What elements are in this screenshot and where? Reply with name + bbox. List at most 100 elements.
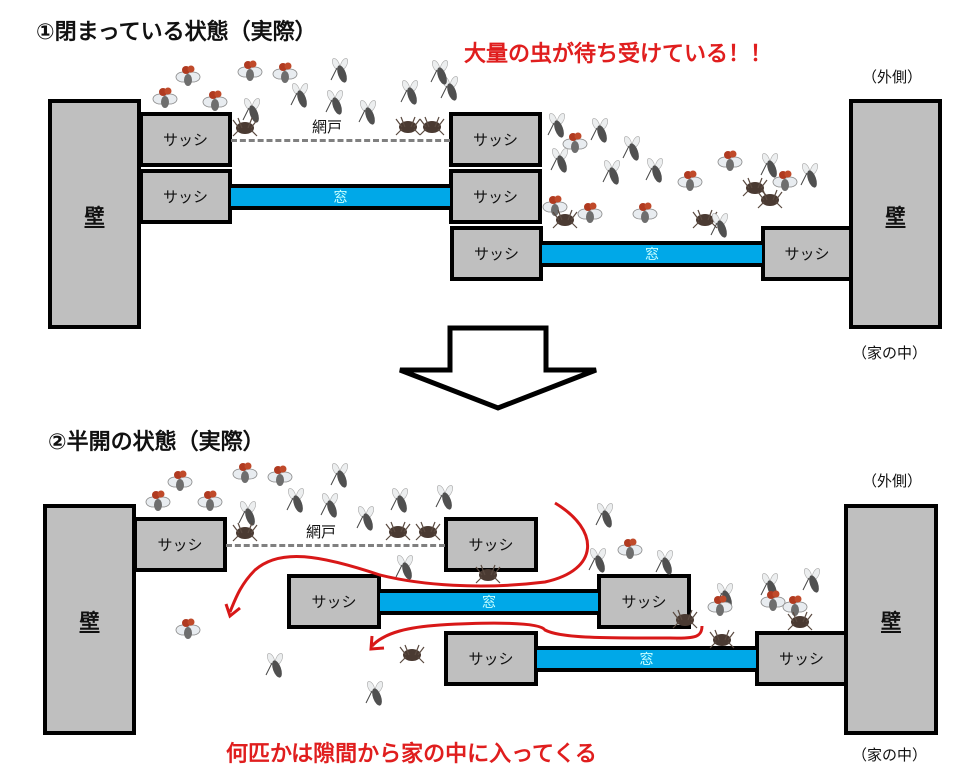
mosquito-icon <box>242 98 261 123</box>
fly-icon <box>197 490 223 511</box>
sash-label: サッシ <box>311 593 357 611</box>
fly-icon <box>267 465 293 486</box>
diagram2-outside-label: （外側） <box>862 472 923 490</box>
window-label: 窓 <box>639 652 654 668</box>
sash-label: サッシ <box>778 650 824 668</box>
sash-label: サッシ <box>473 245 519 263</box>
fly-icon <box>717 150 743 171</box>
mosquito-icon <box>588 548 607 573</box>
wall-label: 壁 <box>881 609 901 633</box>
sash-label: サッシ <box>162 188 208 206</box>
fly-icon <box>760 590 786 611</box>
sash-label: サッシ <box>472 188 518 206</box>
mosquito-icon <box>440 76 459 101</box>
sash-window2-right: サッシ <box>755 631 848 686</box>
fly-icon <box>232 462 258 483</box>
sash-screen-right: サッシ <box>449 112 542 167</box>
sash-window2-right: サッシ <box>761 226 853 281</box>
spider-icon <box>232 522 258 542</box>
spider-icon <box>552 209 578 229</box>
intrusion-arrowhead-lower <box>369 635 385 651</box>
mosquito-icon <box>320 493 339 518</box>
sash-screen-right: サッシ <box>444 517 538 572</box>
fly-icon <box>782 595 808 616</box>
fly-icon <box>152 87 178 108</box>
diagram1-title: ①閉まっている状態（実際） <box>36 20 317 45</box>
mosquito-icon <box>238 501 257 526</box>
mosquito-icon <box>365 681 384 706</box>
mosquito-icon <box>325 90 344 115</box>
sash-label: サッシ <box>468 650 514 668</box>
sash-screen-left: サッシ <box>133 517 227 572</box>
fly-icon <box>237 60 263 81</box>
fly-icon <box>542 195 568 216</box>
spider-icon <box>757 189 783 209</box>
mosquito-icon <box>330 58 349 83</box>
screen-door <box>226 544 445 547</box>
mosquito-icon <box>390 488 409 513</box>
diagram2-note: 何匹かは隙間から家の中に入ってくる <box>226 742 597 767</box>
sash-window-right: サッシ <box>449 169 542 224</box>
sash-label: サッシ <box>784 245 830 263</box>
sash-label: サッシ <box>157 536 203 554</box>
sash-screen-left: サッシ <box>139 112 232 167</box>
fly-icon <box>175 65 201 86</box>
mosquito-icon <box>715 583 734 608</box>
diagram1-inside-label: （家の中） <box>852 344 928 362</box>
window-label: 窓 <box>645 247 659 263</box>
wall-label: 壁 <box>885 203 906 228</box>
mosquito-icon <box>395 555 414 580</box>
wall-left: 壁 <box>43 504 136 735</box>
fly-icon <box>175 618 201 639</box>
spider-icon <box>787 611 813 631</box>
sash-window2-left: サッシ <box>450 226 543 281</box>
spider-icon <box>692 209 718 229</box>
sash-label: サッシ <box>472 131 518 149</box>
fly-icon <box>617 538 643 559</box>
diagram2-inside-label: （家の中） <box>852 746 928 764</box>
mosquito-icon <box>645 158 664 183</box>
spider-icon <box>232 117 258 137</box>
mosquito-icon <box>760 153 779 178</box>
fly-icon <box>707 595 733 616</box>
sash-label: サッシ <box>621 593 667 611</box>
spider-icon <box>399 644 425 664</box>
window-label: 窓 <box>482 595 496 611</box>
screen-door-label: 網戸 <box>306 523 337 541</box>
fly-icon <box>677 170 703 191</box>
mosquito-icon <box>760 573 779 598</box>
mosquito-icon <box>400 80 419 105</box>
spider-icon <box>385 521 411 541</box>
sash-window2-left: サッシ <box>444 631 538 686</box>
wall-label: 壁 <box>79 609 100 633</box>
spider-icon <box>742 177 768 197</box>
sash-window-left: サッシ <box>139 169 232 224</box>
mosquito-icon <box>590 118 609 143</box>
window-pane-2: 窓 <box>537 646 756 672</box>
mosquito-icon <box>265 653 284 678</box>
spider-icon <box>415 521 441 541</box>
intrusion-arrowhead-upper <box>224 603 241 619</box>
sash-window-right: サッシ <box>597 574 691 629</box>
screen-door-label: 網戸 <box>312 118 343 136</box>
mosquito-icon <box>358 100 377 125</box>
window-pane-1: 窓 <box>231 184 450 210</box>
window-label: 窓 <box>333 190 348 206</box>
mosquito-icon <box>286 488 305 513</box>
screen-door <box>231 139 450 142</box>
diagram1-outside-label: （外側） <box>862 68 923 86</box>
sash-window-left: サッシ <box>287 574 381 629</box>
diagram1-note: 大量の虫が待ち受けている！！ <box>464 42 773 67</box>
wall-label: 壁 <box>84 203 105 228</box>
fly-icon <box>145 490 171 511</box>
fly-icon <box>562 132 588 153</box>
wall-right: 壁 <box>844 504 938 735</box>
fly-icon <box>167 470 193 491</box>
fly-icon <box>772 170 798 191</box>
wall-left: 壁 <box>48 99 141 329</box>
mosquito-icon <box>435 485 454 510</box>
sash-label: サッシ <box>468 536 514 554</box>
mosquito-icon <box>602 160 621 185</box>
fly-icon <box>272 62 298 83</box>
fly-icon <box>202 90 228 111</box>
